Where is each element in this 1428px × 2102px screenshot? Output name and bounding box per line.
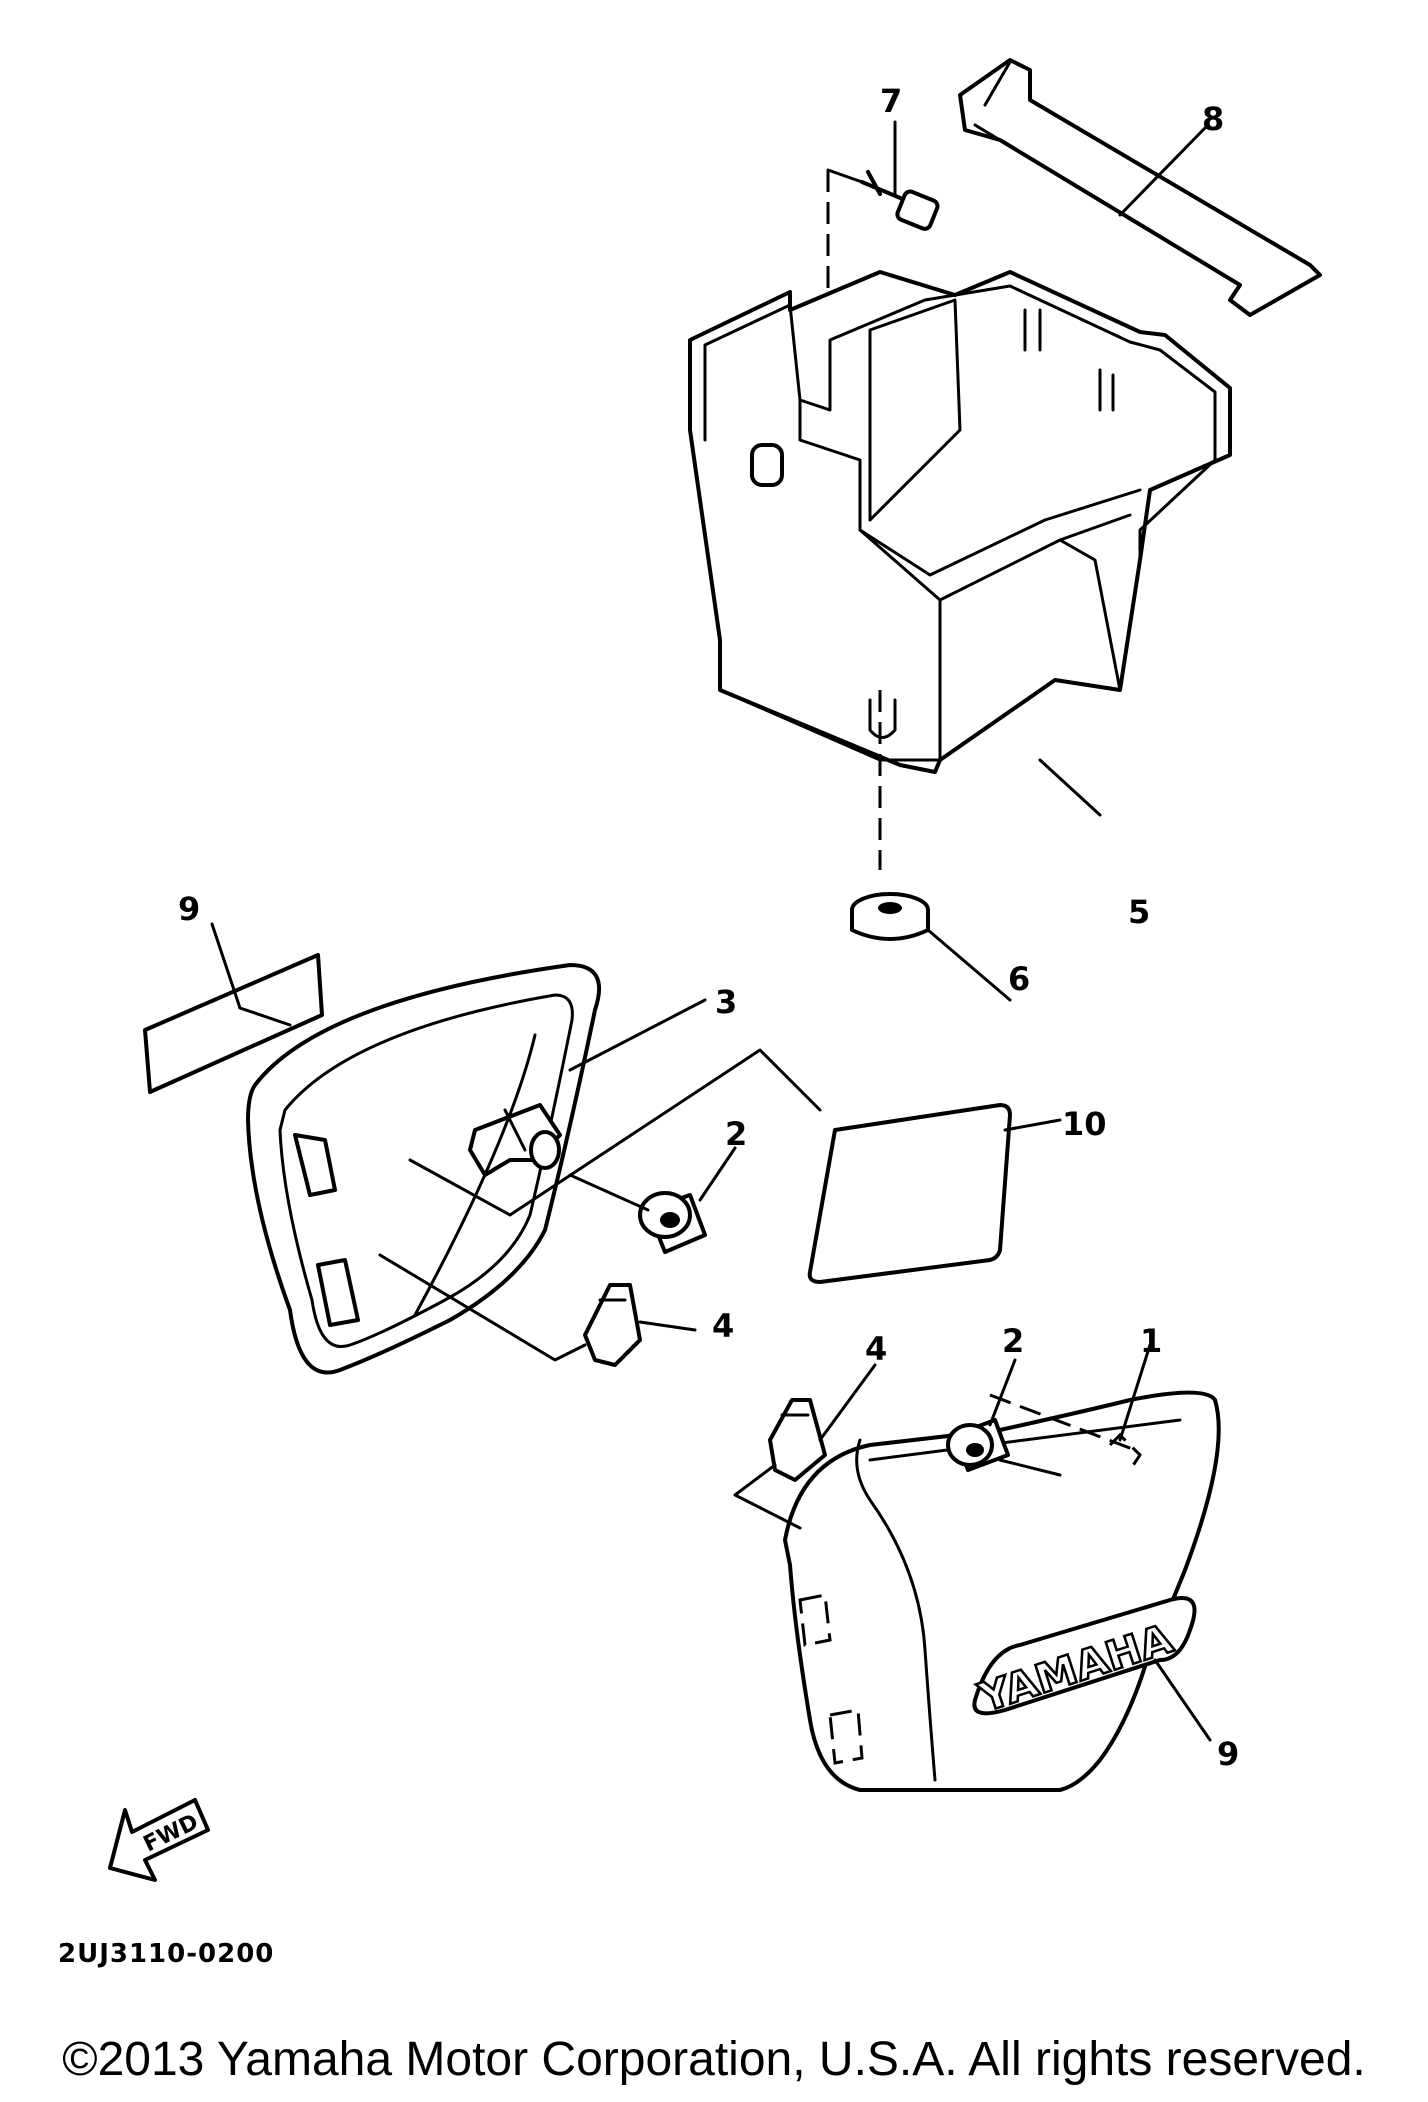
- part-4-clip-upper: [583, 1283, 642, 1367]
- callout-1: 1: [1140, 1322, 1162, 1360]
- part-2-grommet-lower: [946, 1418, 1010, 1472]
- part-5-battery-box: [688, 270, 1232, 870]
- part-6-grommet: [850, 892, 930, 941]
- reference-lines-left-cover: [378, 1048, 822, 1362]
- callout-2-upper: 2: [725, 1115, 747, 1153]
- callouts: 7 8 5 6 9 3 10 2 4 4 2 1 9: [178, 82, 1239, 1773]
- callout-8: 8: [1202, 100, 1224, 138]
- callout-9-upper: 9: [178, 890, 200, 928]
- yamaha-emblem: YAMAHA: [972, 1596, 1197, 1723]
- callout-10: 10: [1062, 1105, 1107, 1143]
- callout-4-lower: 4: [865, 1330, 887, 1368]
- part-4-clip-lower: [768, 1398, 827, 1482]
- callout-3: 3: [715, 983, 737, 1021]
- reference-lines-right-cover: [733, 1458, 1062, 1530]
- part-10-plate: [807, 1103, 1012, 1284]
- copyright-notice: ©2013 Yamaha Motor Corporation, U.S.A. A…: [62, 2033, 1366, 2086]
- callout-9-lower: 9: [1217, 1735, 1239, 1773]
- leader-lines: [210, 120, 1212, 1742]
- fwd-arrow-icon: FWD: [108, 1798, 210, 1882]
- diagram-code: 2UJ3110-0200: [58, 1939, 274, 1969]
- part-1-side-cover-right: YAMAHA: [783, 1390, 1221, 1792]
- callout-5: 5: [1128, 893, 1150, 931]
- part-8-battery-band: [958, 58, 1322, 317]
- callout-6: 6: [1008, 960, 1030, 998]
- callout-4-upper: 4: [712, 1307, 734, 1345]
- part-9-decal-strip: [143, 953, 324, 1094]
- callout-7: 7: [880, 82, 902, 120]
- part-2-grommet-upper: [638, 1191, 707, 1254]
- callout-2-lower: 2: [1002, 1322, 1024, 1360]
